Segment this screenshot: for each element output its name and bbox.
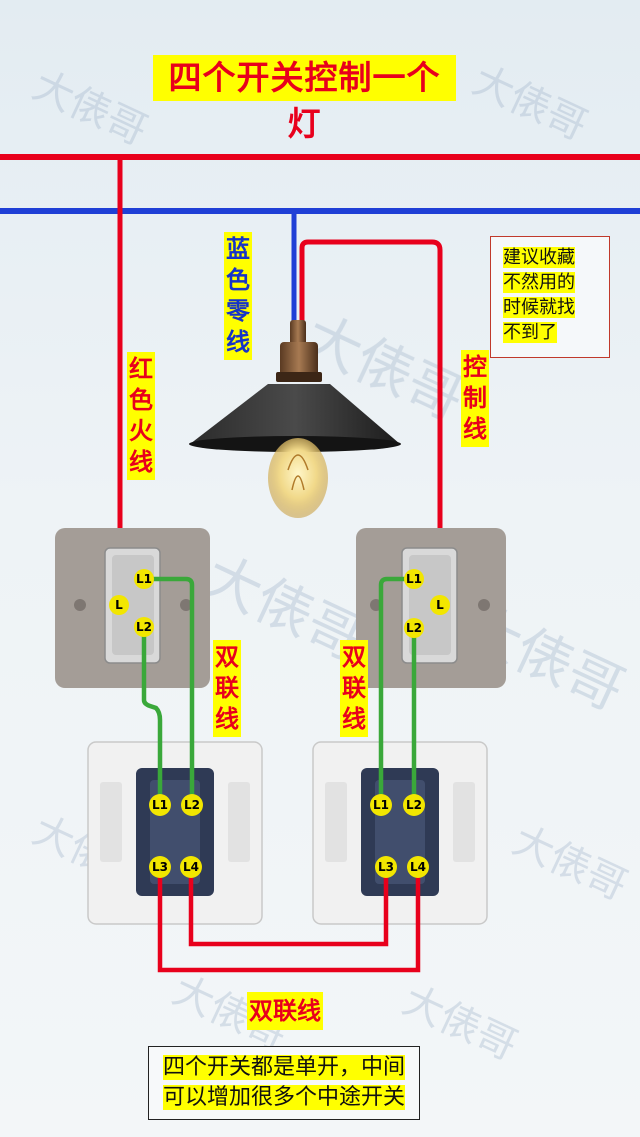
double-wire-label-bottom: 双联线: [247, 992, 323, 1030]
live-wire-label: 红色 火线: [127, 352, 155, 480]
control-wire: [299, 239, 443, 604]
double-wire-label-left: 双联 线: [213, 640, 241, 737]
terminal-label: L: [115, 598, 123, 612]
intermediate-switch-right: [312, 741, 488, 925]
terminal-label: L2: [406, 798, 422, 812]
terminal-left-l1: L1: [134, 569, 154, 589]
link-wire: [141, 627, 163, 805]
terminal-label: L2: [184, 798, 200, 812]
watermark: 大俵哥: [506, 817, 634, 909]
terminal-left-l2: L2: [134, 617, 154, 637]
terminal-mid-left-l1: L1: [149, 794, 171, 816]
two-way-switch-left: [55, 528, 210, 688]
neutral-wire-label: 蓝色 零线: [224, 232, 252, 360]
terminal-mid-right-l3: L3: [375, 856, 397, 878]
terminal-right-l2: L2: [404, 618, 424, 638]
intermediate-switch-left: [87, 741, 263, 925]
link-wire: [378, 576, 414, 805]
diagram-title: 四个开关控制一个灯: [153, 55, 456, 143]
terminal-right-l1: L1: [404, 569, 424, 589]
terminal-mid-right-l2: L2: [403, 794, 425, 816]
terminal-mid-right-l1: L1: [370, 794, 392, 816]
link-wire: [157, 867, 421, 973]
terminal-label: L1: [406, 572, 422, 586]
terminal-label: L4: [183, 860, 199, 874]
terminal-mid-left-l2: L2: [181, 794, 203, 816]
control-wire-label: 控制 线: [461, 350, 489, 447]
terminal-label: L: [436, 598, 444, 612]
terminal-left-l: L: [109, 595, 129, 615]
link-wire: [188, 867, 389, 947]
watermark: 大俵哥: [26, 62, 154, 154]
bookmark-note: 建议收藏 不然用的 时候就找 不到了: [490, 236, 610, 358]
link-wire: [144, 576, 195, 805]
terminal-label: L1: [373, 798, 389, 812]
pendant-lamp: [189, 320, 401, 518]
terminal-label: L1: [152, 798, 168, 812]
terminal-label: L4: [410, 860, 426, 874]
terminal-mid-left-l3: L3: [149, 856, 171, 878]
note-text: 建议收藏 不然用的 时候就找 不到了: [503, 247, 575, 343]
terminal-right-l: L: [430, 595, 450, 615]
terminal-label: L2: [406, 621, 422, 635]
terminal-mid-left-l4: L4: [180, 856, 202, 878]
terminal-label: L2: [136, 620, 152, 634]
double-wire-label-right: 双联 线: [340, 640, 368, 737]
terminal-mid-right-l4: L4: [407, 856, 429, 878]
terminal-label: L3: [378, 860, 394, 874]
terminal-label: L3: [152, 860, 168, 874]
terminal-label: L1: [136, 572, 152, 586]
watermark: 大俵哥: [466, 57, 594, 149]
bottom-note: 四个开关都是单开，中间 可以增加很多个中途开关: [148, 1046, 420, 1120]
bottom-note-text: 四个开关都是单开，中间 可以增加很多个中途开关: [162, 1055, 405, 1110]
